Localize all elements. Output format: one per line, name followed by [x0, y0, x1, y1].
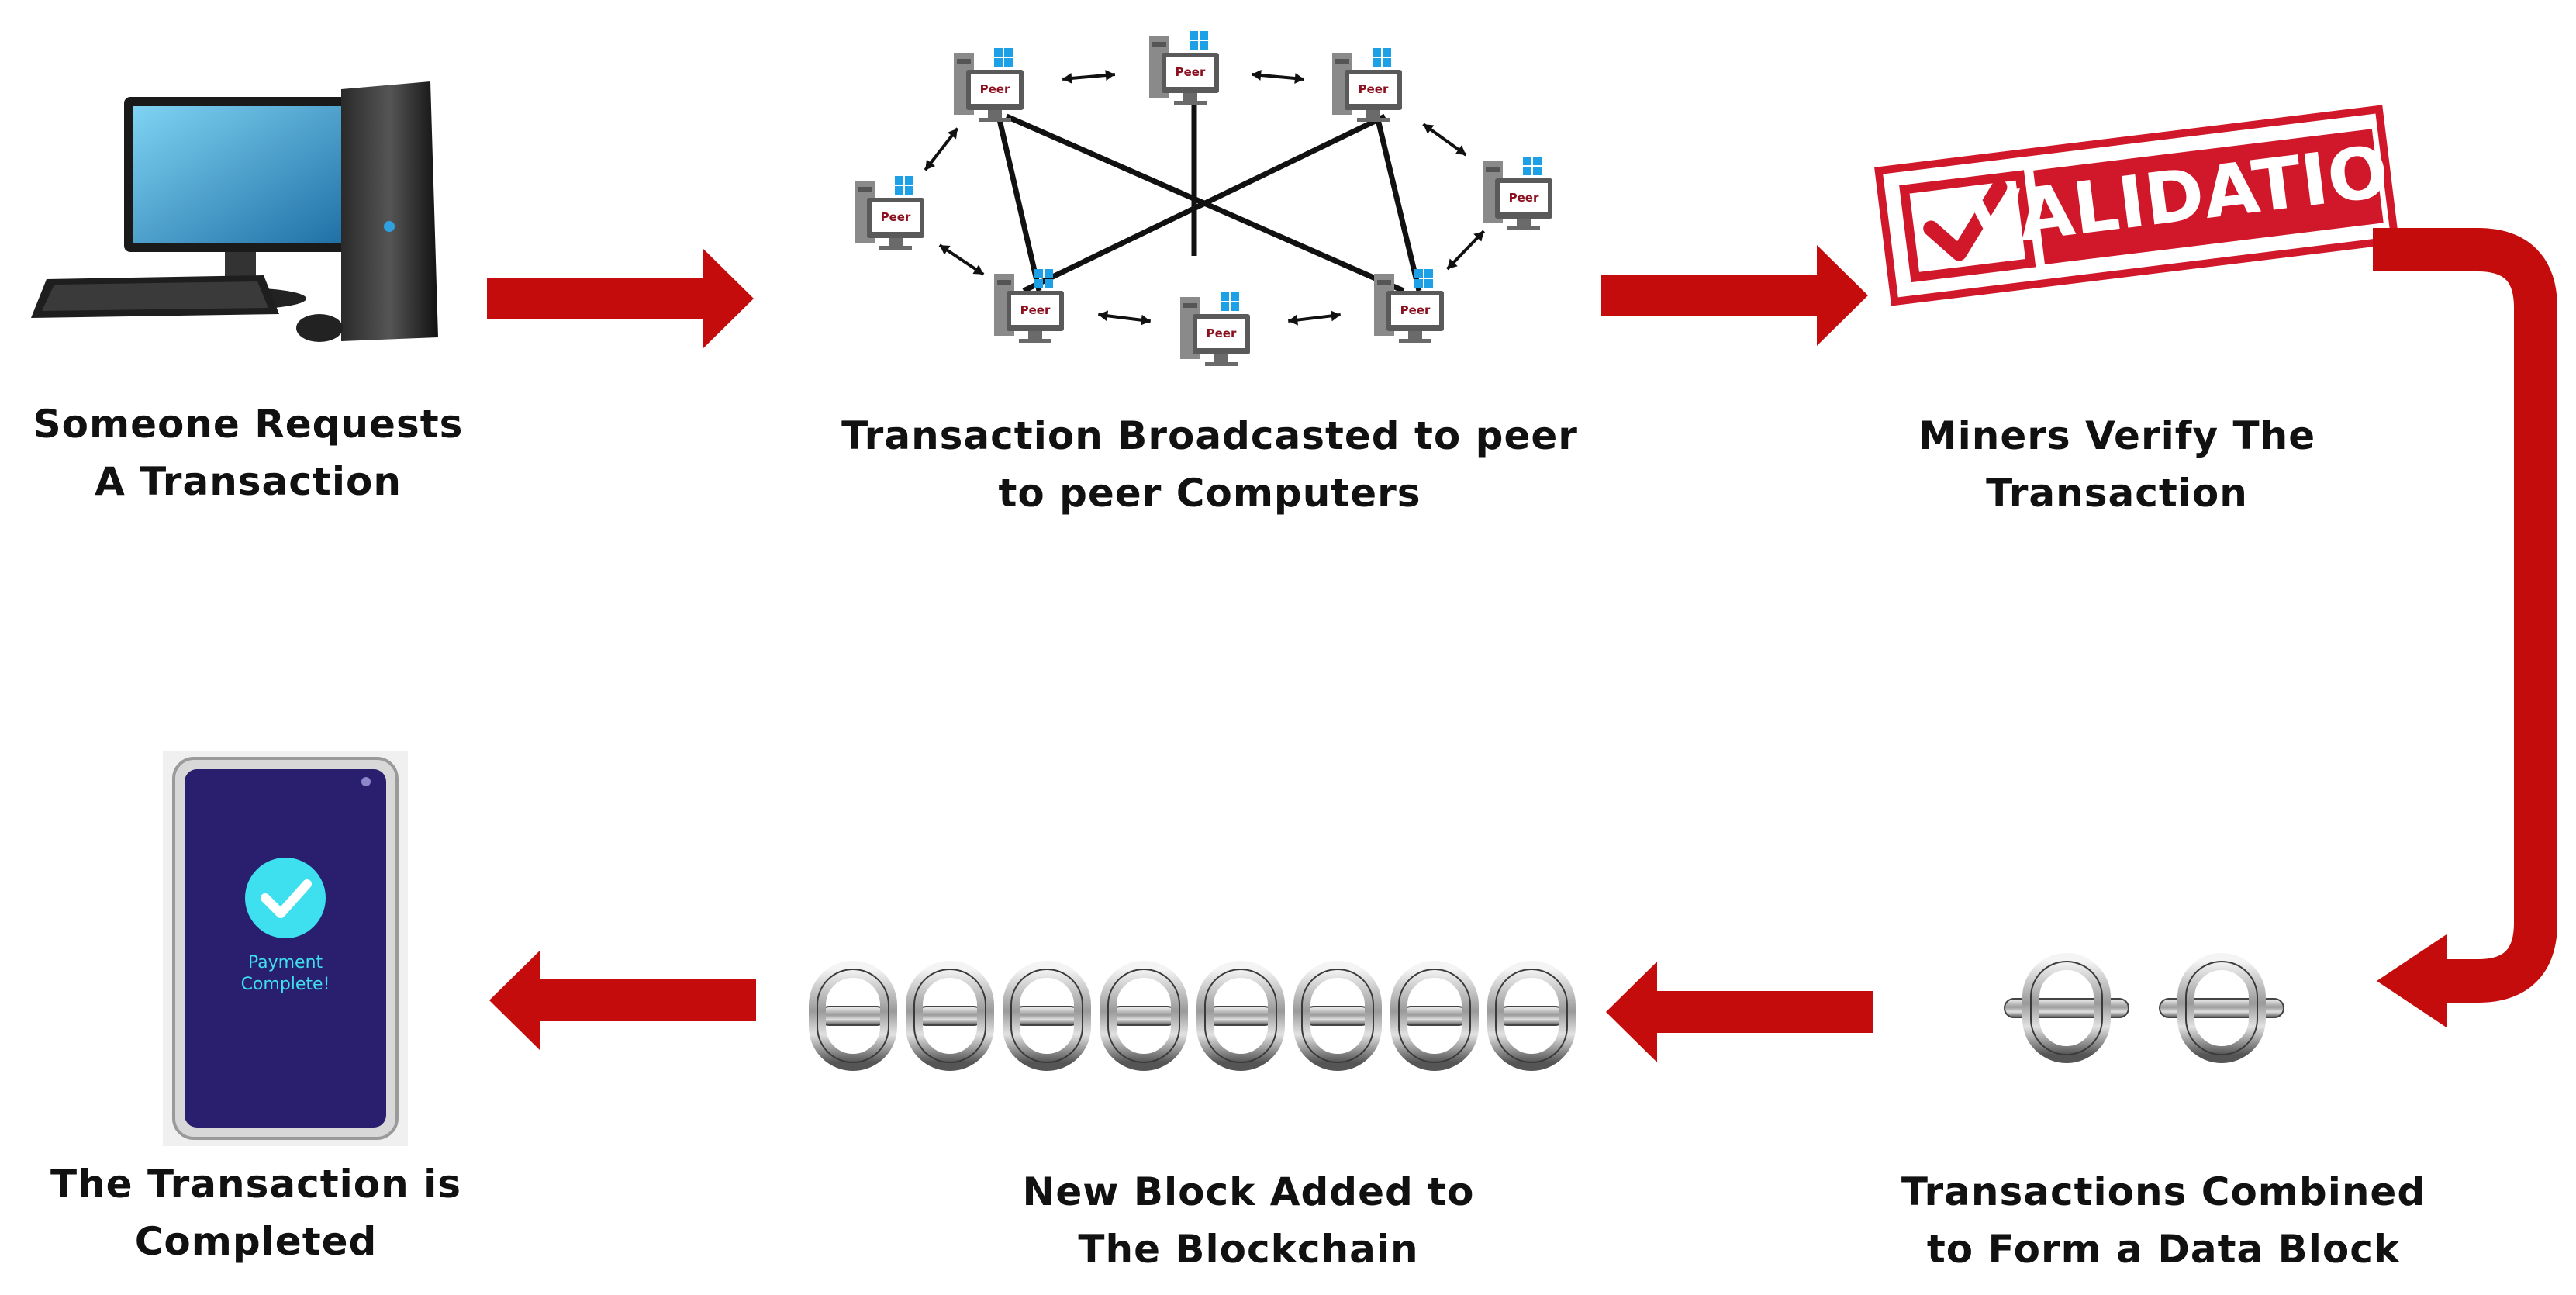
desktop-computer-icon — [31, 81, 438, 342]
blockchain-chain-icon — [809, 961, 1576, 1071]
step-caption-completed: The Transaction is Completed — [19, 1155, 492, 1270]
caption-line: New Block Added to — [1022, 1169, 1475, 1214]
peer-computer-icon: Peer — [1483, 157, 1552, 230]
chain-link-icon — [1487, 961, 1576, 1071]
peer-computer-icon: Peer — [1180, 292, 1250, 366]
bidirectional-arrow-icon — [1098, 310, 1151, 326]
bidirectional-arrow-icon — [938, 243, 985, 276]
flow-arrow-right — [487, 248, 754, 349]
peer-label: Peer — [980, 82, 1010, 96]
bidirectional-arrow-icon — [1062, 70, 1116, 84]
peer-label: Peer — [1207, 326, 1237, 340]
data-block-chain-icon — [2004, 953, 2284, 1063]
step-caption-request: Someone Requests A Transaction — [16, 395, 481, 510]
peer-label: Peer — [1176, 65, 1206, 79]
bidirectional-arrow-icon — [1422, 123, 1467, 157]
chain-link-icon — [2159, 953, 2284, 1063]
windows-logo-icon — [1414, 269, 1433, 288]
caption-line: Transactions Combined — [1901, 1169, 2426, 1214]
peer-computer-icon: Peer — [1374, 269, 1444, 343]
step-caption-verify: Miners Verify The Transaction — [1853, 407, 2381, 522]
step-caption-combine: Transactions Combined to Form a Data Blo… — [1877, 1163, 2450, 1278]
peer-label: Peer — [1509, 191, 1539, 205]
validation-stamp-icon: VALIDATION — [1874, 105, 2452, 306]
peer-computer-icon: Peer — [855, 176, 924, 250]
payment-status-line1: Payment — [248, 953, 323, 972]
windows-logo-icon — [1523, 157, 1542, 175]
flow-arrow-left — [1606, 962, 1873, 1062]
chain-link-icon — [2004, 953, 2129, 1063]
caption-line: Transaction — [1986, 471, 2248, 516]
chain-link-icon — [1100, 961, 1188, 1071]
caption-line: to Form a Data Block — [1926, 1227, 2401, 1272]
peer-label: Peer — [1020, 303, 1051, 317]
windows-logo-icon — [1373, 48, 1391, 67]
payment-status-line2: Complete! — [241, 975, 330, 994]
flow-arrow-right — [1601, 245, 1868, 346]
chain-link-icon — [809, 961, 897, 1071]
peer-computer-icon: Peer — [954, 48, 1024, 122]
windows-logo-icon — [1190, 31, 1208, 50]
bidirectional-arrow-icon — [1445, 230, 1486, 271]
peer-computer-icon: Peer — [1149, 31, 1219, 105]
peer-label: Peer — [1359, 82, 1389, 96]
caption-line: to peer Computers — [998, 471, 1421, 516]
step-caption-broadcast: Transaction Broadcasted to peer to peer … — [814, 407, 1605, 522]
windows-logo-icon — [1221, 292, 1239, 311]
bidirectional-arrow-icon — [1251, 69, 1305, 85]
step-caption-added: New Block Added to The Blockchain — [861, 1163, 1636, 1278]
caption-line: Completed — [134, 1219, 378, 1264]
chain-link-icon — [1003, 961, 1091, 1071]
flow-arrow-bend-down — [2373, 228, 2557, 1027]
caption-line: Transaction Broadcasted to peer — [841, 413, 1578, 458]
peer-computer-icon: Peer — [994, 269, 1064, 343]
smartphone-payment-icon: Payment Complete! — [163, 751, 408, 1146]
chain-link-icon — [1390, 961, 1479, 1071]
windows-logo-icon — [994, 48, 1013, 67]
chain-link-icon — [906, 961, 994, 1071]
flow-arrow-left — [489, 950, 756, 1051]
caption-line: The Transaction is — [50, 1162, 462, 1207]
windows-logo-icon — [1034, 269, 1053, 288]
windows-logo-icon — [895, 176, 913, 195]
peer-computer-icon: Peer — [1332, 48, 1402, 122]
caption-line: The Blockchain — [1078, 1227, 1419, 1272]
bidirectional-arrow-icon — [1288, 310, 1341, 326]
chain-link-icon — [1293, 961, 1382, 1071]
chain-link-icon — [1196, 961, 1285, 1071]
caption-line: A Transaction — [95, 459, 402, 504]
peer-label: Peer — [881, 210, 911, 224]
peer-label: Peer — [1400, 303, 1431, 317]
caption-line: Someone Requests — [33, 402, 464, 447]
caption-line: Miners Verify The — [1918, 413, 2316, 458]
bidirectional-arrow-icon — [924, 127, 959, 171]
